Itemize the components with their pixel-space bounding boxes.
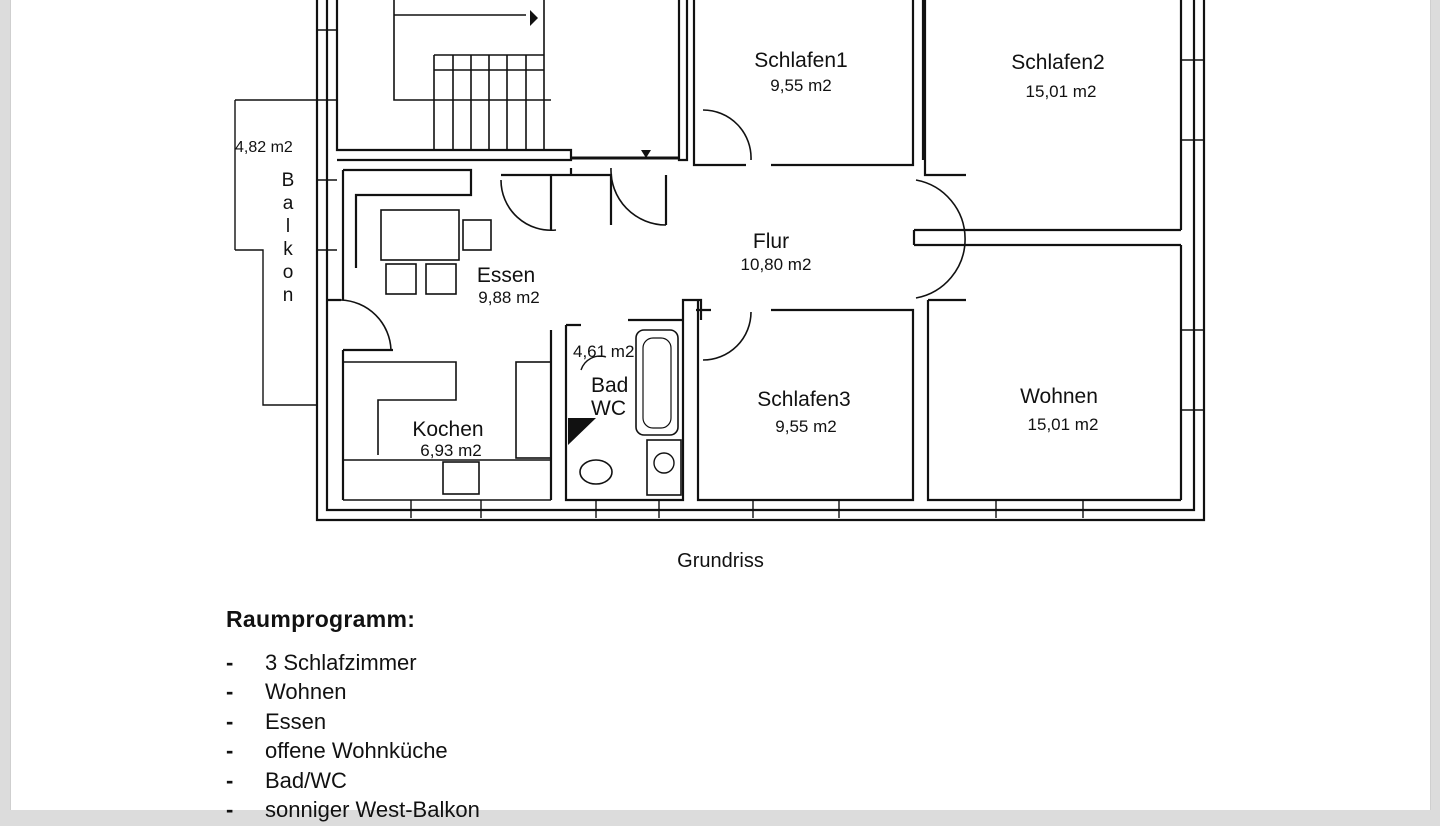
room-area-bad: 4,61 m2 — [573, 342, 634, 361]
bullet-dash: - — [226, 679, 234, 705]
list-item-text: Bad/WC — [265, 767, 347, 793]
balkon-label: B a l k o n — [282, 170, 295, 306]
room-label-bad: Bad — [591, 374, 628, 397]
bullet-dash: - — [226, 767, 234, 793]
document-page: Schlafen1 9,55 m2 Schlafen2 15,01 m2 Flu… — [10, 0, 1431, 822]
room-label-wohnen: Wohnen — [1020, 385, 1098, 408]
balkon-letter: k — [283, 239, 293, 260]
room-area-schlafen1: 9,55 m2 — [770, 76, 831, 95]
room-label-essen: Essen — [477, 264, 535, 287]
balkon-letter: n — [283, 285, 294, 306]
outer-wall-inner — [325, 0, 1196, 512]
room-label-flur: Flur — [753, 230, 789, 253]
balkon-area: 4,82 m2 — [235, 139, 293, 156]
floor-plan: Schlafen1 9,55 m2 Schlafen2 15,01 m2 Flu… — [234, 0, 1206, 522]
bullet-dash: - — [226, 708, 234, 734]
list-item-text: Wohnen — [265, 679, 347, 705]
balkon-letter: l — [286, 216, 290, 237]
room-area-wohnen: 15,01 m2 — [1028, 415, 1099, 434]
room-area-flur: 10,80 m2 — [741, 255, 812, 274]
room-label-schlafen3: Schlafen3 — [757, 388, 850, 411]
room-area-kochen: 6,93 m2 — [420, 441, 481, 460]
list-item-text: 3 Schlafzimmer — [265, 650, 417, 675]
room-area-essen: 9,88 m2 — [478, 288, 539, 307]
list-item-text: Essen — [265, 708, 327, 734]
floor-plan-caption: Grundriss — [677, 550, 764, 572]
bullet-dash: - — [226, 796, 234, 822]
room-label-schlafen1: Schlafen1 — [754, 49, 847, 72]
section-title: Raumprogramm: — [226, 606, 416, 632]
balkon-letter: B — [282, 170, 295, 191]
room-label-schlafen2: Schlafen2 — [1011, 51, 1104, 74]
room-label-wc: WC — [591, 397, 626, 420]
list-item-text: offene Wohnküche — [265, 738, 448, 764]
bullet-dash: - — [226, 650, 234, 675]
room-label-kochen: Kochen — [412, 418, 483, 441]
balkon-letter: o — [283, 262, 294, 283]
balkon-letter: a — [283, 193, 294, 214]
room-area-schlafen3: 9,55 m2 — [775, 417, 836, 436]
bullet-dash: - — [226, 738, 234, 764]
room-area-schlafen2: 15,01 m2 — [1026, 82, 1097, 101]
outer-wall — [315, 0, 1206, 522]
